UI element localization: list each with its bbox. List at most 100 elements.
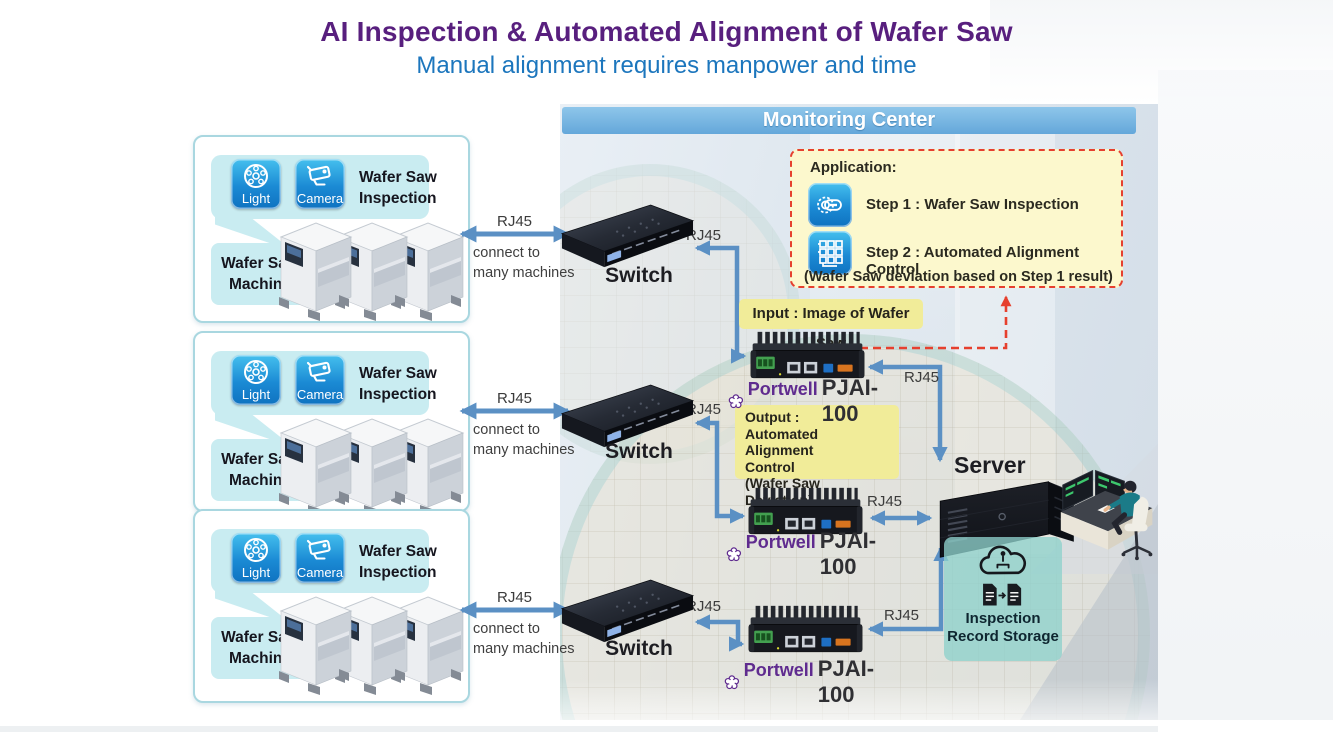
device-brand-label-3: Portwell PJAI-100 xyxy=(724,656,904,708)
portwell-flower-logo-icon xyxy=(728,393,744,408)
alignment-grid-icon xyxy=(817,240,843,267)
output-label-line3: Control xyxy=(745,458,795,475)
machine-caption-line1: Wafer Saw xyxy=(221,255,299,272)
application-step2: Step 2 : Automated Alignment Control xyxy=(866,244,1080,278)
machine-caption-line1: Wafer Saw xyxy=(221,629,299,646)
inspection-caption-line1: Wafer Saw xyxy=(359,365,437,382)
brand-name: Portwell xyxy=(745,532,816,552)
page-title: AI Inspection & Automated Alignment of W… xyxy=(320,16,1013,47)
light-icon-tile: Light xyxy=(231,533,281,583)
light-label: Light xyxy=(241,387,271,402)
step2-icon-tile xyxy=(808,231,852,275)
monitoring-center-header: Monitoring Center xyxy=(562,107,1136,134)
device-brand-label-1: Portwell PJAI-100 xyxy=(728,375,908,427)
rj45-label: RJ45 xyxy=(686,401,722,418)
machine-caption-line1: Wafer Saw xyxy=(221,451,299,468)
wafer-saw-machines-illustration xyxy=(275,217,469,323)
camera-icon-tile: Camera xyxy=(295,159,345,209)
cctv-camera-icon xyxy=(306,165,331,186)
ring-light-icon xyxy=(244,538,268,562)
step1-icon-tile xyxy=(808,183,852,227)
machine-caption-line2: Machine xyxy=(228,276,291,293)
inspection-caption-line1: Wafer Saw xyxy=(359,169,437,186)
connect-note-line2: many machines xyxy=(473,442,575,458)
inspection-caption: Wafer Saw Inspection xyxy=(359,167,437,209)
light-label: Light xyxy=(241,191,271,206)
inspection-caption-line2: Inspection xyxy=(359,190,437,207)
model-name: PJAI-100 xyxy=(817,656,875,707)
rj45-label: RJ45 xyxy=(884,607,920,624)
switch-label-1: Switch xyxy=(605,264,673,287)
inspection-record-storage: Inspection Record Storage xyxy=(944,537,1062,661)
application-note: (Wafer Saw deviation based on Step 1 res… xyxy=(804,269,1113,285)
page-subtitle: Manual alignment requires manpower and t… xyxy=(416,52,917,79)
factory-unit-card-2: Light Camera Wafer Saw Inspection Wafer … xyxy=(193,331,470,512)
connect-note: connect to many machines xyxy=(473,420,575,460)
connect-note-line1: connect to xyxy=(473,621,540,637)
inspection-caption-line2: Inspection xyxy=(359,386,437,403)
connect-note-line1: connect to xyxy=(473,245,540,261)
camera-label: Camera xyxy=(296,191,344,206)
brand-name: Portwell xyxy=(747,379,818,399)
model-name: PJAI-100 xyxy=(819,528,877,579)
output-label-line2: Automated Alignment xyxy=(745,425,819,459)
device-brand-label-2: Portwell PJAI-100 xyxy=(726,528,906,580)
switch-label-2: Switch xyxy=(605,440,673,463)
input-label: Input : Image of Wafer Saw xyxy=(739,299,923,352)
storage-caption-line1: Inspection xyxy=(965,610,1041,627)
rj45-label: RJ45 xyxy=(686,598,722,615)
rj45-label: RJ45 xyxy=(867,493,903,510)
light-icon-tile: Light xyxy=(231,159,281,209)
inspection-caption-line1: Wafer Saw xyxy=(359,543,437,560)
rj45-label: RJ45 xyxy=(497,589,533,606)
portwell-flower-logo-icon xyxy=(726,546,742,561)
record-documents-icon xyxy=(982,582,1023,607)
output-label-line1: Output : xyxy=(745,409,800,425)
switch-label-3: Switch xyxy=(605,637,673,660)
connect-note-line2: many machines xyxy=(473,265,575,281)
rj45-label: RJ45 xyxy=(904,369,940,386)
camera-icon-tile: Camera xyxy=(295,533,345,583)
ring-light-icon xyxy=(244,164,268,188)
rj45-label: RJ45 xyxy=(497,390,533,407)
operator-monitoring-desk xyxy=(1060,460,1158,566)
model-name: PJAI-100 xyxy=(821,375,879,426)
light-icon-tile: Light xyxy=(231,355,281,405)
connect-note-line1: connect to xyxy=(473,422,540,438)
inspection-caption: Wafer Saw Inspection xyxy=(359,541,437,583)
cctv-camera-icon xyxy=(306,361,331,382)
cloud-record-storage-icon xyxy=(979,545,1027,575)
server-label: Server xyxy=(954,452,1026,478)
machine-caption-line2: Machine xyxy=(228,472,291,489)
factory-unit-card-1: Light Camera Wafer Saw Inspection Wafer … xyxy=(193,135,470,323)
wafer-saw-icon xyxy=(816,196,843,214)
connect-note: connect to many machines xyxy=(473,619,575,659)
connect-note: connect to many machines xyxy=(473,243,575,283)
rj45-label: RJ45 xyxy=(686,227,722,244)
light-label: Light xyxy=(241,565,271,580)
connect-note-line2: many machines xyxy=(473,641,575,657)
background-bottom-strip xyxy=(0,726,1158,732)
pjai-100-device-3 xyxy=(748,605,863,653)
machine-caption: Wafer Saw Machine xyxy=(211,439,309,501)
cctv-camera-icon xyxy=(306,539,331,560)
ring-light-icon xyxy=(244,360,268,384)
wafer-saw-machines-illustration xyxy=(275,591,469,697)
factory-unit-card-3: Light Camera Wafer Saw Inspection Wafer … xyxy=(193,509,470,703)
machine-caption-line2: Machine xyxy=(228,650,291,667)
camera-label: Camera xyxy=(296,565,344,580)
inspection-caption: Wafer Saw Inspection xyxy=(359,363,437,405)
portwell-flower-logo-icon xyxy=(724,674,740,689)
camera-icon-tile: Camera xyxy=(295,355,345,405)
storage-caption-line2: Record Storage xyxy=(947,628,1059,645)
camera-label: Camera xyxy=(296,387,344,402)
application-title: Application: xyxy=(810,159,897,176)
application-callout-box: Application: Step 1 : Wafer Saw Inspecti… xyxy=(790,149,1123,288)
panel-bottom-fade xyxy=(560,679,1158,720)
storage-caption: Inspection Record Storage xyxy=(947,610,1059,646)
application-step1: Step 1 : Wafer Saw Inspection xyxy=(866,196,1079,213)
inspection-caption-line2: Inspection xyxy=(359,564,437,581)
brand-name: Portwell xyxy=(743,660,814,680)
wafer-saw-machines-illustration xyxy=(275,413,469,519)
